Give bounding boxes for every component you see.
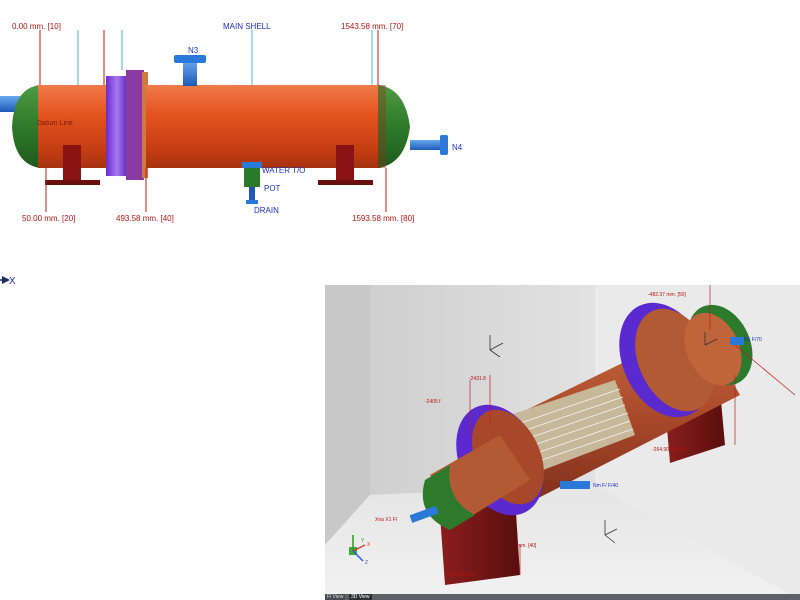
drain-pipe (249, 187, 255, 203)
drain-label: DRAIN (254, 206, 279, 215)
flange-gasket (142, 72, 148, 178)
iso-right-nozzle-label: N1 F/70 (744, 337, 762, 343)
right-head (378, 85, 410, 168)
3d-view-panel[interactable]: -482.37 mm. [50] N1 F/70 -2431.8 -2405 f… (325, 285, 800, 600)
dim-label-bottom-right: 1593.58 mm. [80] (352, 214, 415, 223)
axis-x-label-3d: X (367, 542, 371, 548)
iso-bottom-dim1-label: mm. [40] (517, 543, 537, 549)
left-wall (325, 285, 370, 545)
n4-nozzle-pipe (410, 140, 444, 150)
left-saddle-base (45, 180, 100, 185)
left-nozzle (409, 505, 439, 523)
iso-left-dim2-label: -2405 f (425, 399, 441, 405)
side-nozzle (560, 481, 590, 489)
axis-x-label: X (9, 276, 16, 287)
iso-left-dim1-label: -2431.8 (469, 376, 486, 382)
tubesheet-flange (106, 76, 128, 176)
tab-3d-view[interactable]: 3D View (349, 594, 372, 600)
dim-label-top-right: 1543.58 mm. [70] (341, 22, 404, 31)
coordinate-triad (489, 332, 718, 544)
pot-label: POT (264, 184, 281, 193)
rear-nozzle (730, 337, 744, 345)
tubesheet-flange-rim (126, 70, 144, 180)
axis-z-label: Z (365, 560, 369, 566)
main-shell-label: MAIN SHELL (223, 22, 271, 31)
dimension-lines (39, 30, 387, 212)
iso-drawing (325, 285, 800, 600)
right-saddle-web (336, 145, 354, 180)
iso-left-nozzle-label: Xna X1 F/ (375, 517, 398, 523)
axis-y-label: Y (361, 538, 365, 544)
tubes (514, 388, 634, 466)
elevation-view-panel[interactable]: 0.00 mm. [10] MAIN SHELL 1543.58 mm. [70… (0, 0, 497, 290)
datum-line-label: Datum Line (37, 120, 73, 127)
n3-nozzle-pipe (183, 60, 197, 86)
n3-nozzle-flange (174, 55, 206, 63)
dim-label-bottom-mid: 493.58 mm. [40] (116, 214, 174, 223)
dim-label-top-left: 0.00 mm. [10] (12, 22, 61, 31)
view-tab-bar: Fl View 3D View (325, 594, 800, 600)
left-head (12, 85, 40, 168)
n4-label: N4 (452, 143, 463, 152)
right-saddle-base (318, 180, 373, 185)
iso-top-dim-label: -482.37 mm. [50] (648, 292, 686, 298)
dim-label-bottom-left: 50.00 mm. [20] (22, 214, 76, 223)
left-saddle-web (63, 145, 81, 180)
n4-nozzle-flange (440, 135, 448, 155)
axis-gizmo-icon (349, 535, 366, 562)
iso-bottom-dim2-label: -2431.83 mm. (445, 572, 476, 578)
n3-label: N3 (188, 46, 199, 55)
leader-lines (77, 30, 373, 85)
water-pot (244, 165, 260, 187)
tab-fl-view[interactable]: Fl View (325, 594, 346, 600)
iso-mid-nozzle-label: Nm F/ F/40 (593, 483, 619, 489)
iso-dimension-lines (469, 285, 796, 575)
water-to-label: WATER T/O (262, 166, 306, 175)
elevation-drawing (0, 30, 448, 284)
iso-right-dim-label: -264.90 mm. [8] (652, 447, 688, 453)
